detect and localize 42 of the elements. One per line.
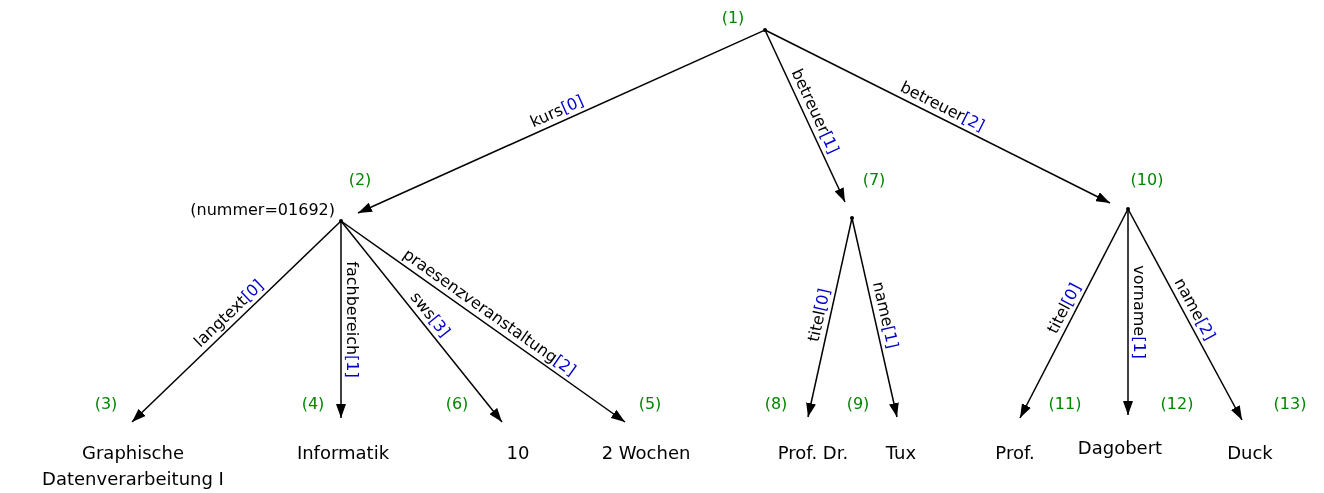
node-number: (2) [348,170,372,190]
node-number: (8) [764,394,788,414]
arrow [340,220,626,423]
node-number: (4) [301,394,325,414]
leaf-value: Prof. Dr. [777,441,849,465]
edge-label: name[2] [1170,275,1219,344]
arrow [806,217,853,418]
arrow [336,220,346,419]
leaf-value: Duck [1227,441,1273,465]
edge-label: name[1] [868,279,902,351]
arrow [764,29,846,203]
node-number: (1) [721,8,745,28]
edge-label: titel[0] [804,286,834,344]
edge-label: kurs[0] [527,91,587,132]
leaf-value: Tux [885,441,917,465]
node-attribute: (nummer=01692) [190,200,335,220]
node-number: (11) [1048,394,1082,414]
leaf-value: Prof. [995,441,1035,465]
arrow [851,217,899,418]
leaf-value: 2 Wochen [601,441,691,465]
arrow [1127,208,1243,421]
node-number: (13) [1273,394,1307,414]
node-number: (9) [846,394,870,414]
arrow [1019,208,1129,419]
node-number: (5) [638,394,662,414]
arrow [131,220,342,423]
arrow [340,220,503,423]
leaf-value: Informatik [296,441,390,465]
node-number: (10) [1130,170,1164,190]
leaf-value: Dagobert [1077,436,1163,460]
arrow [764,29,1111,204]
edge-label: fachbereich[1] [343,261,361,378]
node-number: (3) [94,394,118,414]
leaf-value: 10 [506,441,530,465]
arrow [357,29,766,214]
node-number: (12) [1160,394,1194,414]
node-number: (6) [445,394,469,414]
arrow [1123,208,1133,416]
edge-label: titel[0] [1043,280,1085,337]
leaf-value: Graphische Datenverarbeitung I [41,441,225,491]
edge-label: vorname[1] [1130,265,1148,359]
node-number: (7) [862,170,886,190]
